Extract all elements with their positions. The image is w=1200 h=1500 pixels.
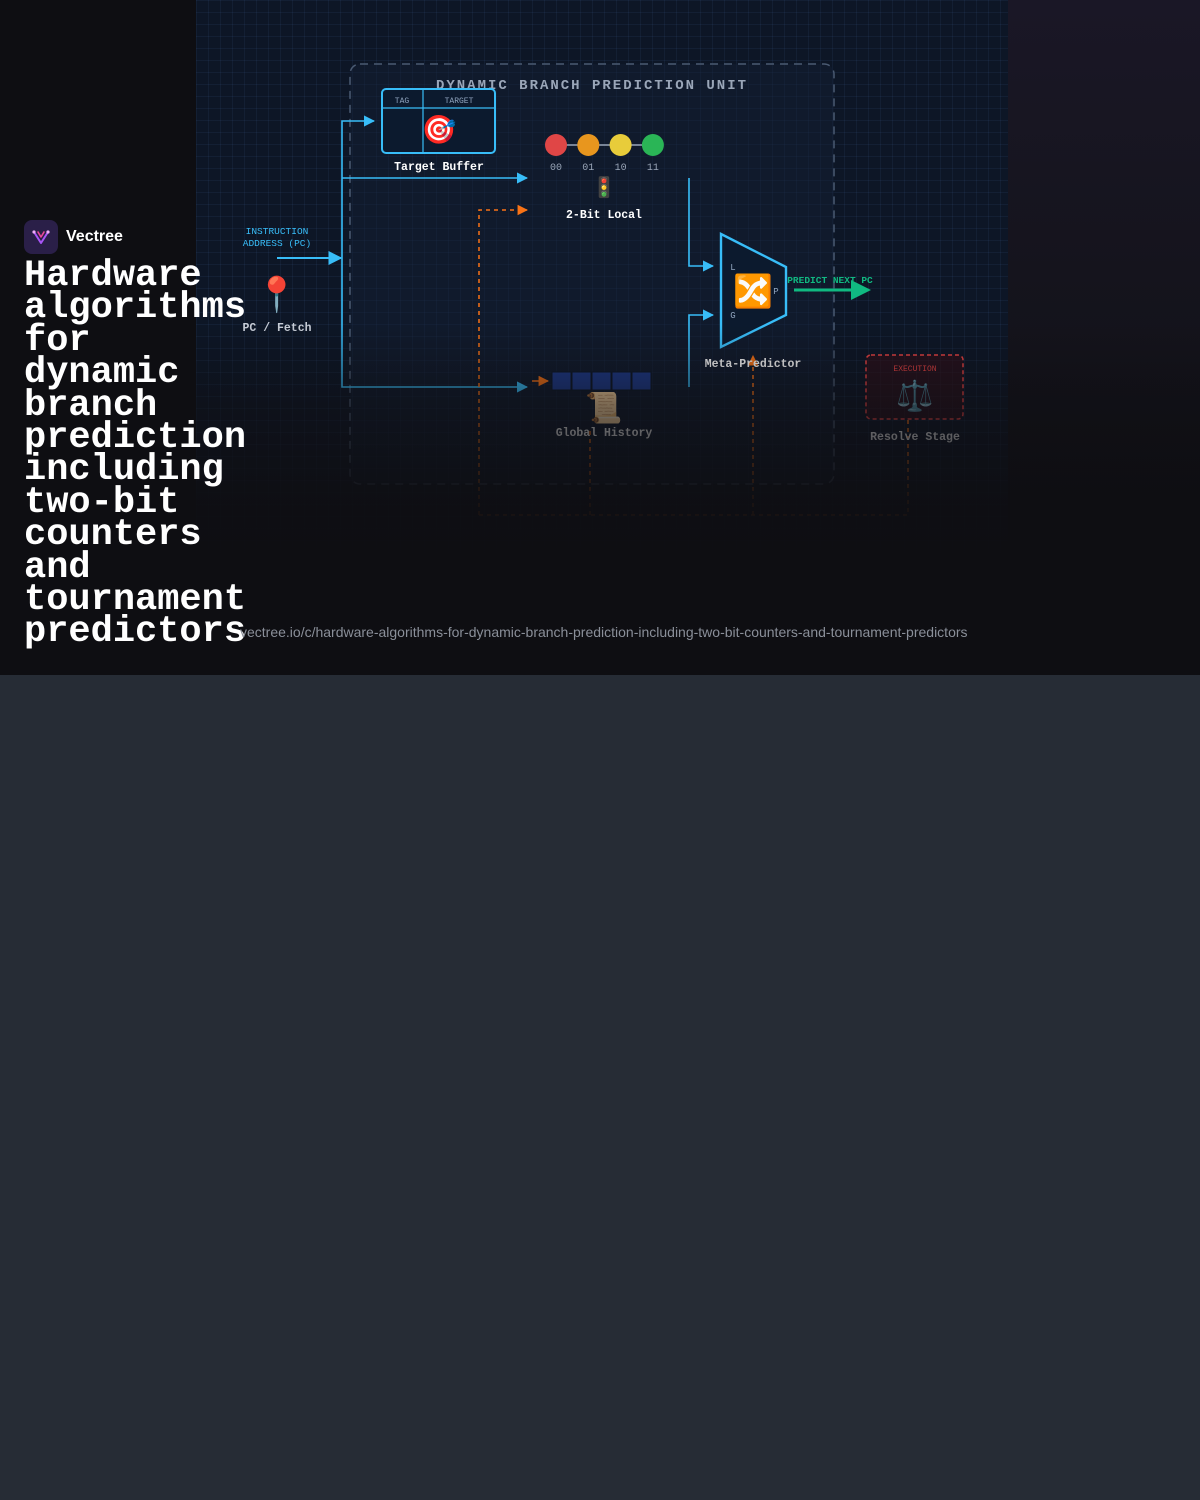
resolve-stage-label: Resolve Stage bbox=[870, 431, 960, 444]
state-label-01: 01 bbox=[582, 163, 594, 174]
state-label-11: 11 bbox=[647, 163, 659, 174]
preview-card: DYNAMIC BRANCH PREDICTION UNIT INSTRUCTI… bbox=[0, 0, 1200, 675]
state-circle-01 bbox=[577, 134, 600, 156]
traffic-light-icon: 🚦 bbox=[592, 175, 617, 201]
vectree-logo-icon bbox=[24, 220, 58, 254]
local-predictor-label: 2-Bit Local bbox=[566, 209, 642, 222]
global-history-label: Global History bbox=[556, 427, 653, 440]
meta-input-g: G bbox=[730, 311, 735, 321]
state-circle-00 bbox=[545, 134, 567, 156]
page-title: Hardware algorithms for dynamic branch p… bbox=[24, 255, 247, 654]
state-label-10: 10 bbox=[615, 163, 627, 174]
target-buffer-label: Target Buffer bbox=[394, 161, 484, 174]
target-buffer-tag-header: TAG bbox=[395, 97, 410, 106]
state-circle-11 bbox=[641, 134, 664, 156]
pc-input-label-line1: INSTRUCTION bbox=[246, 226, 309, 237]
scales-icon: ⚖️ bbox=[896, 378, 933, 416]
target-icon: 🎯 bbox=[422, 114, 457, 148]
pc-input-label-line2: ADDRESS (PC) bbox=[243, 238, 311, 249]
scroll-icon: 📜 bbox=[585, 391, 622, 428]
brand-name: Vectree bbox=[66, 228, 123, 245]
global-history-register bbox=[551, 371, 652, 391]
page-url[interactable]: vectree.io/c/hardware-algorithms-for-dyn… bbox=[240, 624, 968, 640]
meta-output-p: P bbox=[773, 287, 778, 297]
execution-tag: EXECUTION bbox=[893, 365, 936, 374]
meta-predictor-label: Meta-Predictor bbox=[705, 358, 802, 371]
state-circle-10 bbox=[609, 134, 632, 156]
brand: Vectree bbox=[24, 220, 123, 254]
meta-input-l: L bbox=[730, 263, 735, 273]
state-label-00: 00 bbox=[550, 163, 562, 174]
predict-next-pc-label: PREDICT NEXT PC bbox=[787, 275, 873, 286]
shuffle-icon: 🔀 bbox=[733, 273, 773, 312]
target-buffer-target-header: TARGET bbox=[445, 97, 474, 106]
